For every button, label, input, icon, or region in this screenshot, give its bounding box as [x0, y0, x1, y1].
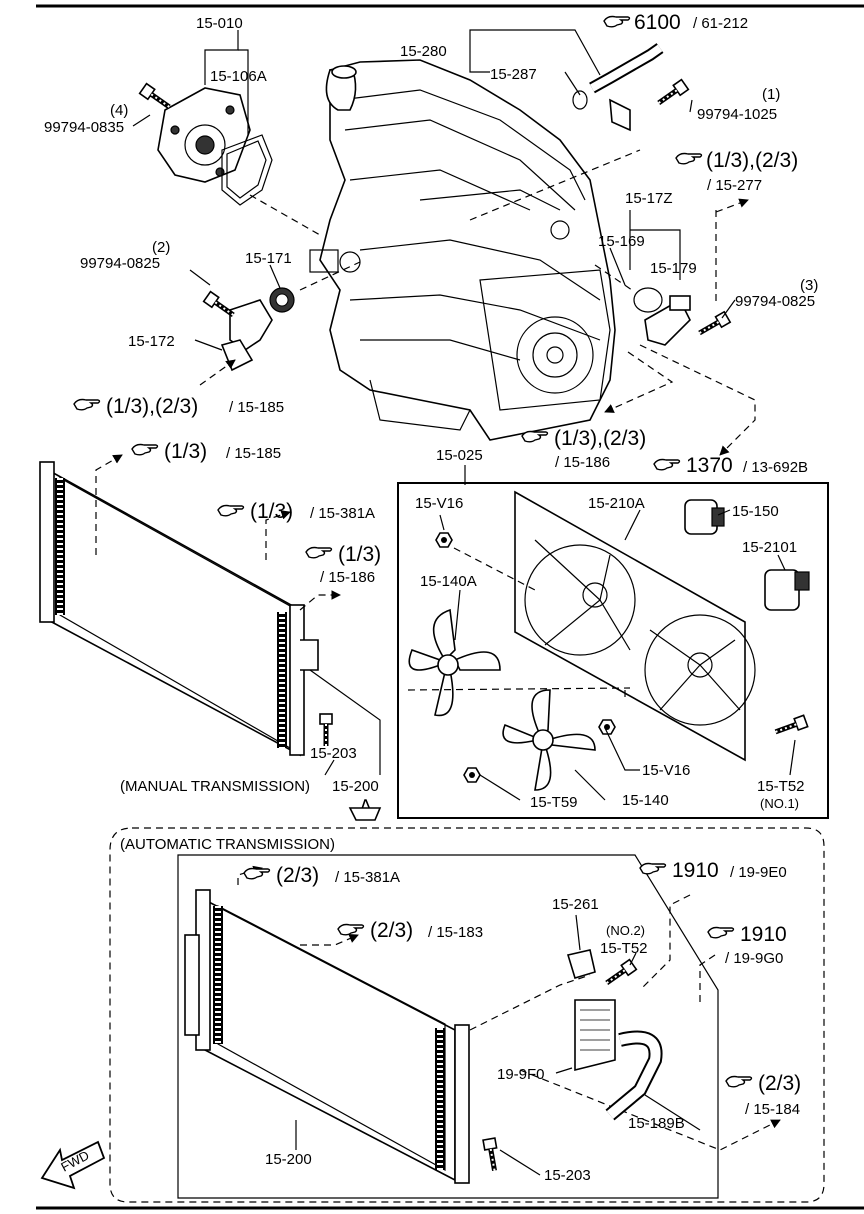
label-15-t52-no2: 15-T52 [600, 940, 648, 957]
label-15-189b: 15-189B [628, 1115, 685, 1132]
ref-13-692b: / 13-692B [743, 459, 808, 476]
fan-blade-1 [408, 608, 501, 717]
ref-15-184: / 15-184 [745, 1101, 800, 1118]
radiator-auto [184, 889, 470, 1184]
manual-transmission-caption: (MANUAL TRANSMISSION) [120, 778, 310, 795]
label-15-140a: 15-140A [420, 573, 477, 590]
ref-15-186-b: / 15-186 [320, 569, 375, 586]
water-pump [157, 87, 251, 183]
ref-13-23-engine: (1/3),(2/3) [706, 149, 798, 172]
ref-23-hose: (2/3) [370, 919, 413, 942]
label-15-203-manual: 15-203 [310, 745, 357, 762]
ref-23-shroud: (2/3) [276, 864, 319, 887]
label-15-v16-bottom: 15-V16 [642, 762, 690, 779]
ref-15-381a-auto: / 15-381A [335, 869, 400, 886]
label-99794-0835: 99794-0835 [44, 119, 124, 136]
label-99794-0825-left: 99794-0825 [80, 255, 160, 272]
fan-shroud [514, 490, 756, 762]
label-15-010: 15-010 [196, 15, 243, 32]
label-15-v16-top: 15-V16 [415, 495, 463, 512]
label-15-210a: 15-210A [588, 495, 645, 512]
ref-1370: 1370 [686, 454, 733, 477]
ref-19-9e0: / 19-9E0 [730, 864, 787, 881]
automatic-transmission-caption: (AUTOMATIC TRANSMISSION) [120, 836, 335, 853]
note-no2: (NO.2) [606, 923, 645, 938]
note-4: (4) [110, 102, 128, 119]
auto-tx-box [109, 827, 825, 1203]
cooler-hose [605, 1030, 663, 1121]
note-2: (2) [152, 239, 170, 256]
note-3: (3) [800, 277, 818, 294]
fwd-arrow [40, 1140, 106, 1190]
ref-15-183: / 15-183 [428, 924, 483, 941]
label-15-150: 15-150 [732, 503, 779, 520]
ref-1910-right: 1910 [740, 923, 787, 946]
fan-motor-2 [764, 569, 810, 611]
label-15-17z: 15-17Z [625, 190, 673, 207]
ref-61-212: / 61-212 [693, 15, 748, 32]
thermostat [269, 287, 295, 313]
label-15-t52-no1: 15-T52 [757, 778, 805, 795]
label-15-169: 15-169 [598, 233, 645, 250]
ref-13-radiator: (1/3) [164, 440, 207, 463]
ref-15-186-a: / 15-186 [555, 454, 610, 471]
label-15-200-auto: 15-200 [265, 1151, 312, 1168]
label-15-2101: 15-2101 [742, 539, 797, 556]
ref-15-277: / 15-277 [707, 177, 762, 194]
hose-fitting [566, 949, 596, 979]
label-15-280: 15-280 [400, 43, 447, 60]
note-no1: (NO.1) [760, 796, 799, 811]
label-15-140: 15-140 [622, 792, 669, 809]
label-15-179: 15-179 [650, 260, 697, 277]
ref-19-9g0: / 19-9G0 [725, 950, 783, 967]
label-15-025: 15-025 [436, 447, 483, 464]
ref-15-185-a: / 15-185 [229, 399, 284, 416]
ref-13-23-center: (1/3),(2/3) [554, 427, 646, 450]
ref-6100: 6100 [634, 11, 681, 34]
fan-assembly-box [397, 482, 829, 819]
label-15-200-manual: 15-200 [332, 778, 379, 795]
label-15-106a: 15-106A [210, 68, 267, 85]
ref-15-381a: / 15-381A [310, 505, 375, 522]
bypass-pipe [572, 43, 664, 132]
label-15-172: 15-172 [128, 333, 175, 350]
label-15-t59: 15-T59 [530, 794, 578, 811]
water-pump-gasket [221, 134, 273, 206]
label-15-171: 15-171 [245, 250, 292, 267]
label-19-9f0: 19-9F0 [497, 1066, 545, 1083]
label-15-203-auto: 15-203 [544, 1167, 591, 1184]
ref-23-cooler: (2/3) [758, 1072, 801, 1095]
oil-cooler [574, 999, 616, 1072]
engine-block [309, 59, 616, 441]
radiator-manual [39, 461, 319, 757]
note-1: (1) [762, 86, 780, 103]
label-99794-0825-right: 99794-0825 [735, 293, 815, 310]
fan-motor-1 [684, 499, 725, 535]
ref-13-23-left: (1/3),(2/3) [106, 395, 198, 418]
label-99794-1025: 99794-1025 [697, 106, 777, 123]
label-15-287: 15-287 [490, 66, 537, 83]
label-15-261: 15-261 [552, 896, 599, 913]
ref-13-hose: (1/3) [338, 543, 381, 566]
thermostat-housing [633, 287, 691, 346]
fan-blade-2 [502, 689, 596, 791]
ref-15-185-b: / 15-185 [226, 445, 281, 462]
ref-13-shroud: (1/3) [250, 500, 293, 523]
ref-1910-top: 1910 [672, 859, 719, 882]
